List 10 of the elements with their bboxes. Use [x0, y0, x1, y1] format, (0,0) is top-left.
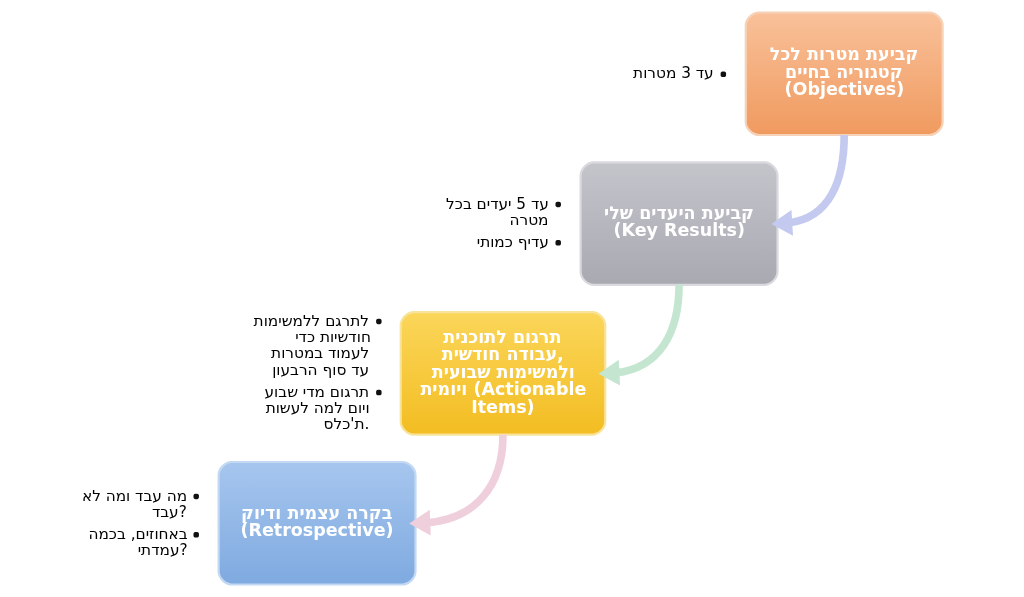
node-label: מה עבד ומה לא עבד? — [81, 486, 188, 521]
node-label: לתרגם ללמשימות חודשיות כדי לעמוד במטרות עד סוף הרבעון — [253, 311, 371, 379]
node-label: עד 3 מטרות — [633, 64, 714, 83]
node-label: עד 5 יעדים בכל מטרה — [446, 194, 549, 229]
arrow — [598, 284, 683, 386]
node-label: תרגום מדי שבוע ויום למה לעשות ת'כלס. — [264, 382, 370, 434]
arrow — [771, 134, 849, 236]
node-label: עדיף כמותי — [476, 232, 549, 251]
node-label: באחוזים, בכמה עמדתי? — [88, 524, 188, 560]
arrow — [409, 434, 507, 536]
